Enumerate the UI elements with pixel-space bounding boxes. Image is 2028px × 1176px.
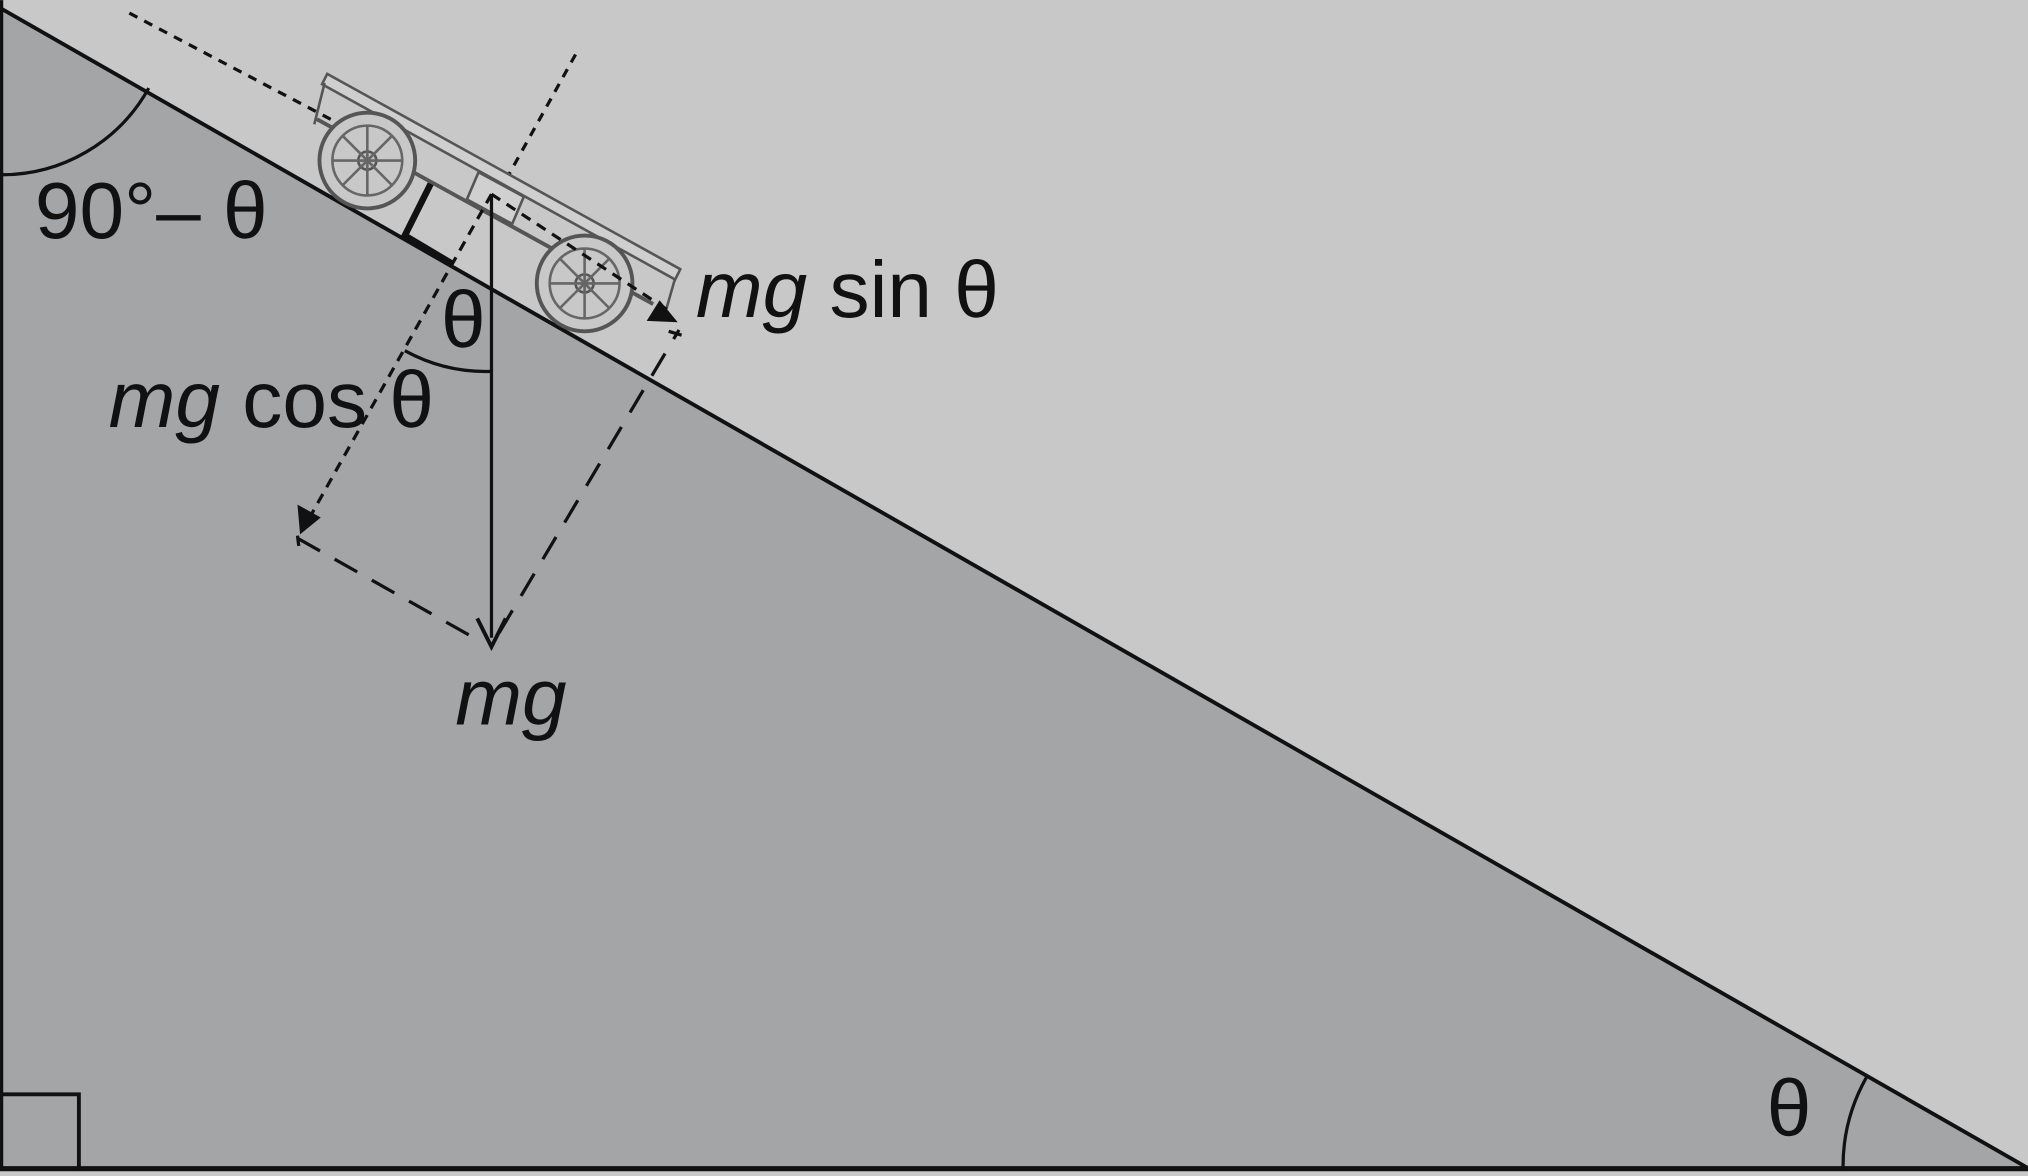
theta-weight-label: θ [441,274,486,364]
mg-label: mg [455,651,566,741]
mg-sin-arrowhead [646,300,678,323]
cart [313,72,683,334]
mg-sin-label-mg: mg [696,244,807,334]
bottom-angle-label: θ [1767,1063,1812,1153]
mg-cos-label: mg cos θ [109,354,434,444]
mg-cos-label-mg: mg [109,354,220,444]
mg-cos-label-rest: cos θ [220,354,434,444]
cart-wheel-lower [534,233,635,334]
theta-arc-weight [404,349,492,374]
right-angle-marker [0,1092,81,1171]
normal-right-angle-marker [400,182,455,267]
cart-wheel-upper [317,110,418,211]
cart-end-left [313,82,326,125]
incline-dotted-guide [128,11,344,128]
mg-sin-label-rest: sin θ [807,244,999,334]
mg-cos-arrow-shaft [303,193,493,527]
mg-sin-label: mg sin θ [696,244,999,334]
mg-cos-arrowhead [297,504,321,535]
bottom-angle-arc [1841,1076,1868,1169]
top-angle-label: 90°– θ [35,165,268,255]
completion-dashed-right [497,329,681,634]
completion-corner-bl [295,535,301,547]
completion-dashed-bottom [296,536,480,642]
top-angle-arc [0,87,151,177]
completion-corner-tr [668,329,683,337]
